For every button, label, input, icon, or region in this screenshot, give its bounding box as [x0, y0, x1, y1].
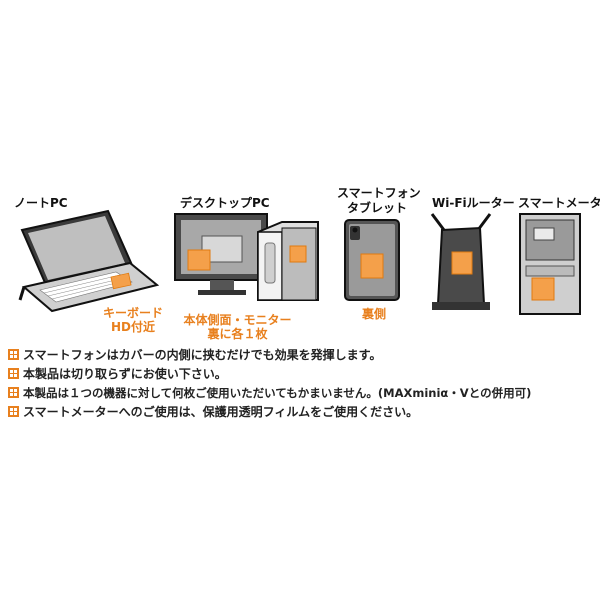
smartphone-title-line1: スマートフォン [337, 186, 421, 200]
note-text: スマートフォンはカバーの内側に挟むだけでも効果を発揮します。 [23, 348, 382, 362]
smartphone-illustration [344, 219, 400, 301]
meter-title: スマートメーター [518, 196, 600, 210]
note-item: 本製品は１つの機器に対して何枚ご使用いただいてもかまいません。(MAXminiα… [8, 383, 598, 402]
note-item: 本製品は切り取らずにお使い下さい。 [8, 364, 598, 383]
orange-grid-icon [8, 406, 19, 417]
laptop-caption: キーボード HD付近 [98, 306, 168, 334]
laptop-illustration [18, 209, 160, 313]
monitor-sticker [187, 249, 211, 271]
desktop-title: デスクトップPC [180, 196, 270, 210]
desktop-caption-line2: 裏に各１枚 [207, 327, 268, 341]
tower-sticker [289, 245, 307, 263]
smartphone-caption: 裏側 [361, 307, 386, 321]
note-text: スマートメーターへのご使用は、保護用透明フィルムをご使用ください。 [23, 405, 419, 419]
notes-list: スマートフォンはカバーの内側に挟むだけでも効果を発揮します。 本製品は切り取らず… [8, 345, 598, 421]
router-illustration [430, 213, 492, 310]
desktop-caption: 本体側面・モニター 裏に各１枚 [180, 313, 295, 341]
meter-sticker [531, 277, 555, 301]
note-text: 本製品は切り取らずにお使い下さい。 [23, 367, 227, 381]
orange-grid-icon [8, 368, 19, 379]
note-text: 本製品は１つの機器に対して何枚ご使用いただいてもかまいません。(MAXminiα… [23, 385, 532, 400]
note-item: スマートメーターへのご使用は、保護用透明フィルムをご使用ください。 [8, 402, 598, 421]
desktop-illustration [174, 213, 319, 301]
router-sticker [451, 251, 473, 275]
desktop-caption-line1: 本体側面・モニター [183, 313, 292, 327]
orange-grid-icon [8, 387, 19, 398]
smartphone-title: スマートフォン タブレット [337, 186, 421, 216]
laptop-title: ノートPC [14, 196, 68, 210]
router-title: Wi-Fiルーター [432, 196, 515, 210]
orange-grid-icon [8, 349, 19, 360]
laptop-caption-line2: HD付近 [110, 320, 155, 334]
meter-illustration [519, 213, 581, 315]
smartphone-sticker [360, 253, 384, 279]
laptop-caption-line1: キーボード [102, 306, 163, 320]
smartphone-title-line2: タブレット [346, 201, 407, 215]
laptop-sticker [110, 272, 132, 290]
note-item: スマートフォンはカバーの内側に挟むだけでも効果を発揮します。 [8, 345, 598, 364]
